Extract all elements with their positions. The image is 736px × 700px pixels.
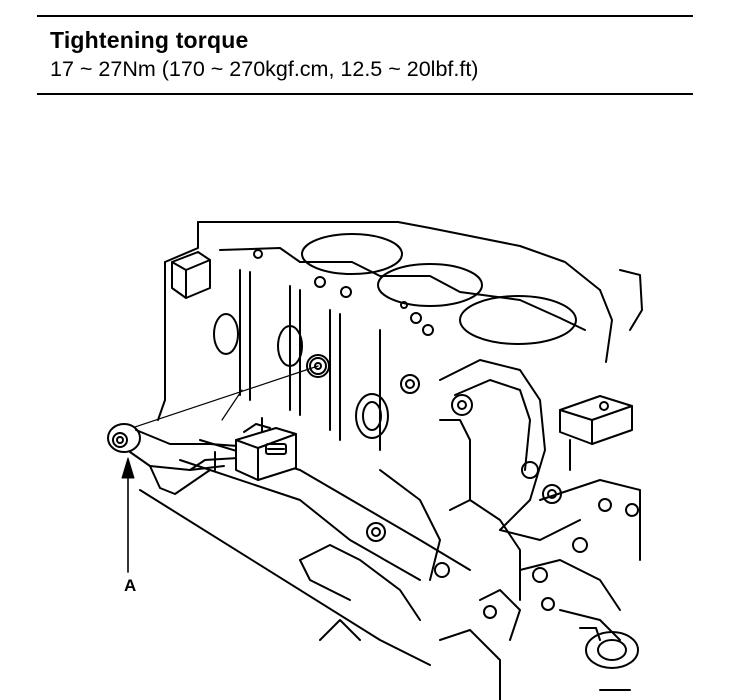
bracket-boss bbox=[171, 251, 211, 299]
bottom-rule bbox=[37, 93, 693, 95]
crankcase-skirt bbox=[179, 439, 471, 641]
cylinder-bores bbox=[219, 233, 586, 345]
sensor-mount-hole bbox=[119, 354, 330, 433]
callout-a-arrow bbox=[121, 457, 135, 573]
block-ribs bbox=[213, 269, 420, 451]
front-cover bbox=[434, 359, 581, 601]
spec-value: 17 ~ 27Nm (170 ~ 270kgf.cm, 12.5 ~ 20lbf… bbox=[50, 57, 479, 81]
top-rule bbox=[37, 15, 693, 17]
right-bracket bbox=[559, 395, 633, 471]
knock-sensor bbox=[107, 423, 239, 495]
lower-right-assembly bbox=[439, 479, 641, 700]
sensor-connector bbox=[235, 417, 297, 481]
torque-spec: Tightening torque 17 ~ 27Nm (170 ~ 270kg… bbox=[50, 26, 690, 84]
engine-block-outline bbox=[139, 221, 643, 666]
spec-title: Tightening torque bbox=[50, 27, 249, 53]
callout-a-label: A bbox=[124, 576, 137, 595]
